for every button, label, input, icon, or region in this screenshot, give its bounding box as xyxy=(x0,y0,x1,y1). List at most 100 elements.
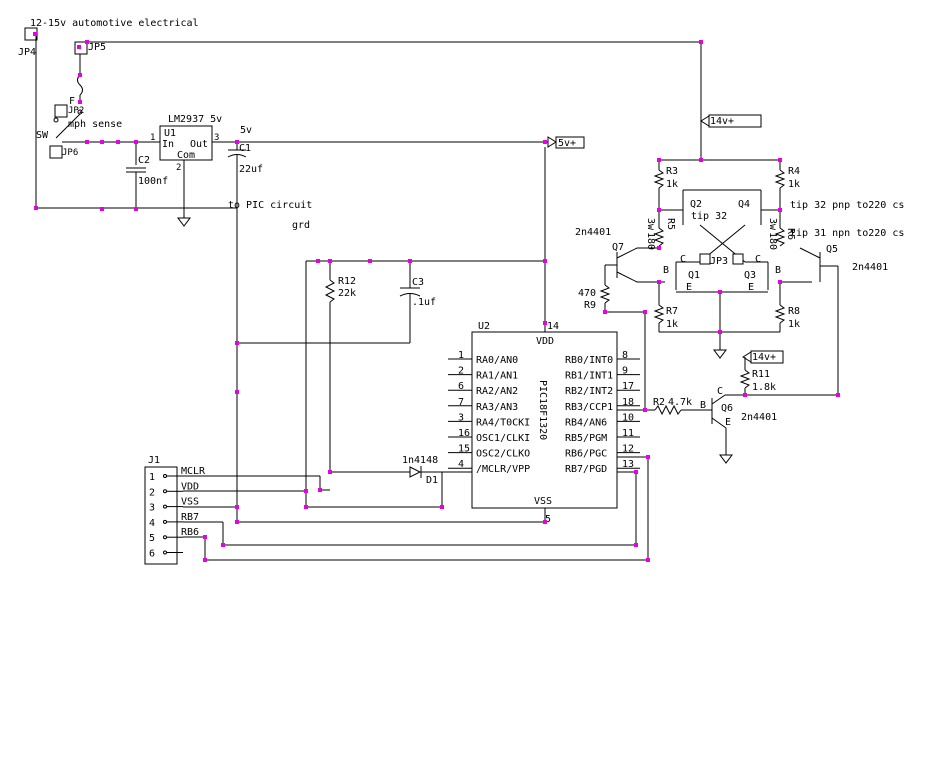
q1-c: C xyxy=(680,254,686,265)
header-pin-num: 3 xyxy=(149,503,155,514)
five-v-tag xyxy=(555,136,585,149)
r5-label: R5 xyxy=(665,218,676,230)
r6-label: R6 xyxy=(785,228,796,240)
header-j1[interactable] xyxy=(144,466,178,565)
junction-dot xyxy=(643,408,647,412)
pic-left-pin-num: 15 xyxy=(458,444,470,455)
jp2-connector[interactable] xyxy=(54,104,68,118)
pic-left-pin-num: 3 xyxy=(458,412,464,423)
pic-right-pin-name: RB0/INT0 xyxy=(565,355,613,366)
pic-u2[interactable] xyxy=(471,331,618,509)
junction-dot xyxy=(235,505,239,509)
junction-dot xyxy=(657,246,661,250)
pic-right-pin-name: RB7/PGD xyxy=(565,464,607,475)
junction-dot xyxy=(328,259,332,263)
v14b-tag-arrow xyxy=(742,351,752,363)
v14b-tag xyxy=(750,350,784,364)
diode-symbol[interactable] xyxy=(409,466,422,478)
q6-label: Q6 xyxy=(721,403,733,414)
junction-dot xyxy=(304,489,308,493)
diode-ref: D1 xyxy=(426,475,438,486)
header-pin-pad[interactable] xyxy=(163,535,167,540)
header-pin-pad[interactable] xyxy=(163,489,167,494)
v14a-tag-arrow xyxy=(700,115,710,127)
junction-dot xyxy=(657,280,661,284)
pic-right-pin-name: RB2/INT2 xyxy=(565,386,613,397)
q2-label: Q2 xyxy=(690,199,702,210)
pic-right-pin-num: 12 xyxy=(622,444,634,455)
junction-dot xyxy=(718,290,722,294)
r12-value: 22k xyxy=(338,288,356,299)
regulator-pin3: 3 xyxy=(214,133,219,143)
junction-dot xyxy=(100,140,104,144)
q5-label: Q5 xyxy=(826,244,838,255)
junction-dot xyxy=(368,259,372,263)
ground-q6-symbol xyxy=(719,454,733,464)
pic-right-pin-name: RB4/AN6 xyxy=(565,417,607,428)
jp3-label: JP3 xyxy=(710,256,728,267)
junction-dot xyxy=(235,390,239,394)
junction-dot xyxy=(657,158,661,162)
junction-dot xyxy=(203,558,207,562)
regulator-in: In xyxy=(162,139,174,150)
q3-e: E xyxy=(748,282,754,293)
junction-dot xyxy=(221,543,225,547)
r8-value: 1k xyxy=(788,319,800,330)
header-pin-num: 2 xyxy=(149,487,155,498)
junction-dot xyxy=(77,45,81,49)
c1-label: C1 xyxy=(239,143,251,154)
r2-symbol xyxy=(654,404,682,416)
header-pin-pad[interactable] xyxy=(163,504,167,509)
pic-left-pin-num: 2 xyxy=(458,366,464,377)
r3-symbol xyxy=(653,169,665,189)
header-pin-name: RB7 xyxy=(181,512,199,523)
jp6-connector[interactable] xyxy=(49,145,63,159)
header-pin-num: 1 xyxy=(149,472,155,483)
header-pin-pad[interactable] xyxy=(163,519,167,524)
q7-collector xyxy=(616,247,638,259)
jp3-connector[interactable] xyxy=(699,253,711,265)
jp-right-connector[interactable] xyxy=(732,253,744,265)
diagram-title: 12-15v automotive electrical xyxy=(30,18,199,29)
r4-label: R4 xyxy=(788,166,800,177)
mph-sense-label: mph sense xyxy=(68,119,122,130)
junction-dot xyxy=(316,259,320,263)
regulator-u1[interactable] xyxy=(159,125,213,161)
r11-label: R11 xyxy=(752,369,770,380)
header-pin-pad[interactable] xyxy=(163,474,167,478)
regulator-ref: U1 xyxy=(164,128,176,139)
regulator-part: LM2937 5v xyxy=(168,114,222,125)
c1-value: 22uf xyxy=(239,164,263,175)
junction-dot xyxy=(699,40,703,44)
pic-right-pin-num: 9 xyxy=(622,366,628,377)
junction-dot xyxy=(543,259,547,263)
five-v-tag-text: 5v+ xyxy=(558,138,576,149)
q5-part: 2n4401 xyxy=(852,262,888,273)
pic-right-pin-name: RB3/CCP1 xyxy=(565,402,613,413)
pic-left-pin-name: RA4/T0CKI xyxy=(476,417,530,428)
pic-right-pin-num: 8 xyxy=(622,350,628,361)
q6-collector xyxy=(711,394,726,405)
junction-dot xyxy=(743,393,747,397)
junction-dot xyxy=(643,310,647,314)
header-ref: J1 xyxy=(148,455,160,466)
junction-dot xyxy=(116,140,120,144)
q5-collector xyxy=(799,247,821,259)
r8-symbol xyxy=(774,304,786,324)
c3-label: C3 xyxy=(412,277,424,288)
q6-b: B xyxy=(700,400,706,411)
npn-note: tip 31 npn to220 cs xyxy=(790,228,904,239)
pic-left-pin-name: OSC1/CLKI xyxy=(476,433,530,444)
q7-part: 2n4401 xyxy=(575,227,611,238)
header-pin-name: VSS xyxy=(181,497,199,508)
junction-dot xyxy=(718,330,722,334)
pic-pin14: 14 xyxy=(547,321,559,332)
header-pin-num: 6 xyxy=(149,549,155,560)
header-pin-pad[interactable] xyxy=(163,550,167,555)
pic-left-pin-num: 1 xyxy=(458,350,464,361)
junction-dot xyxy=(33,32,37,36)
junction-dot xyxy=(78,73,82,77)
tip-label: tip 32 xyxy=(691,211,727,222)
switch-contact-mid xyxy=(53,117,59,123)
junction-dot xyxy=(134,140,138,144)
